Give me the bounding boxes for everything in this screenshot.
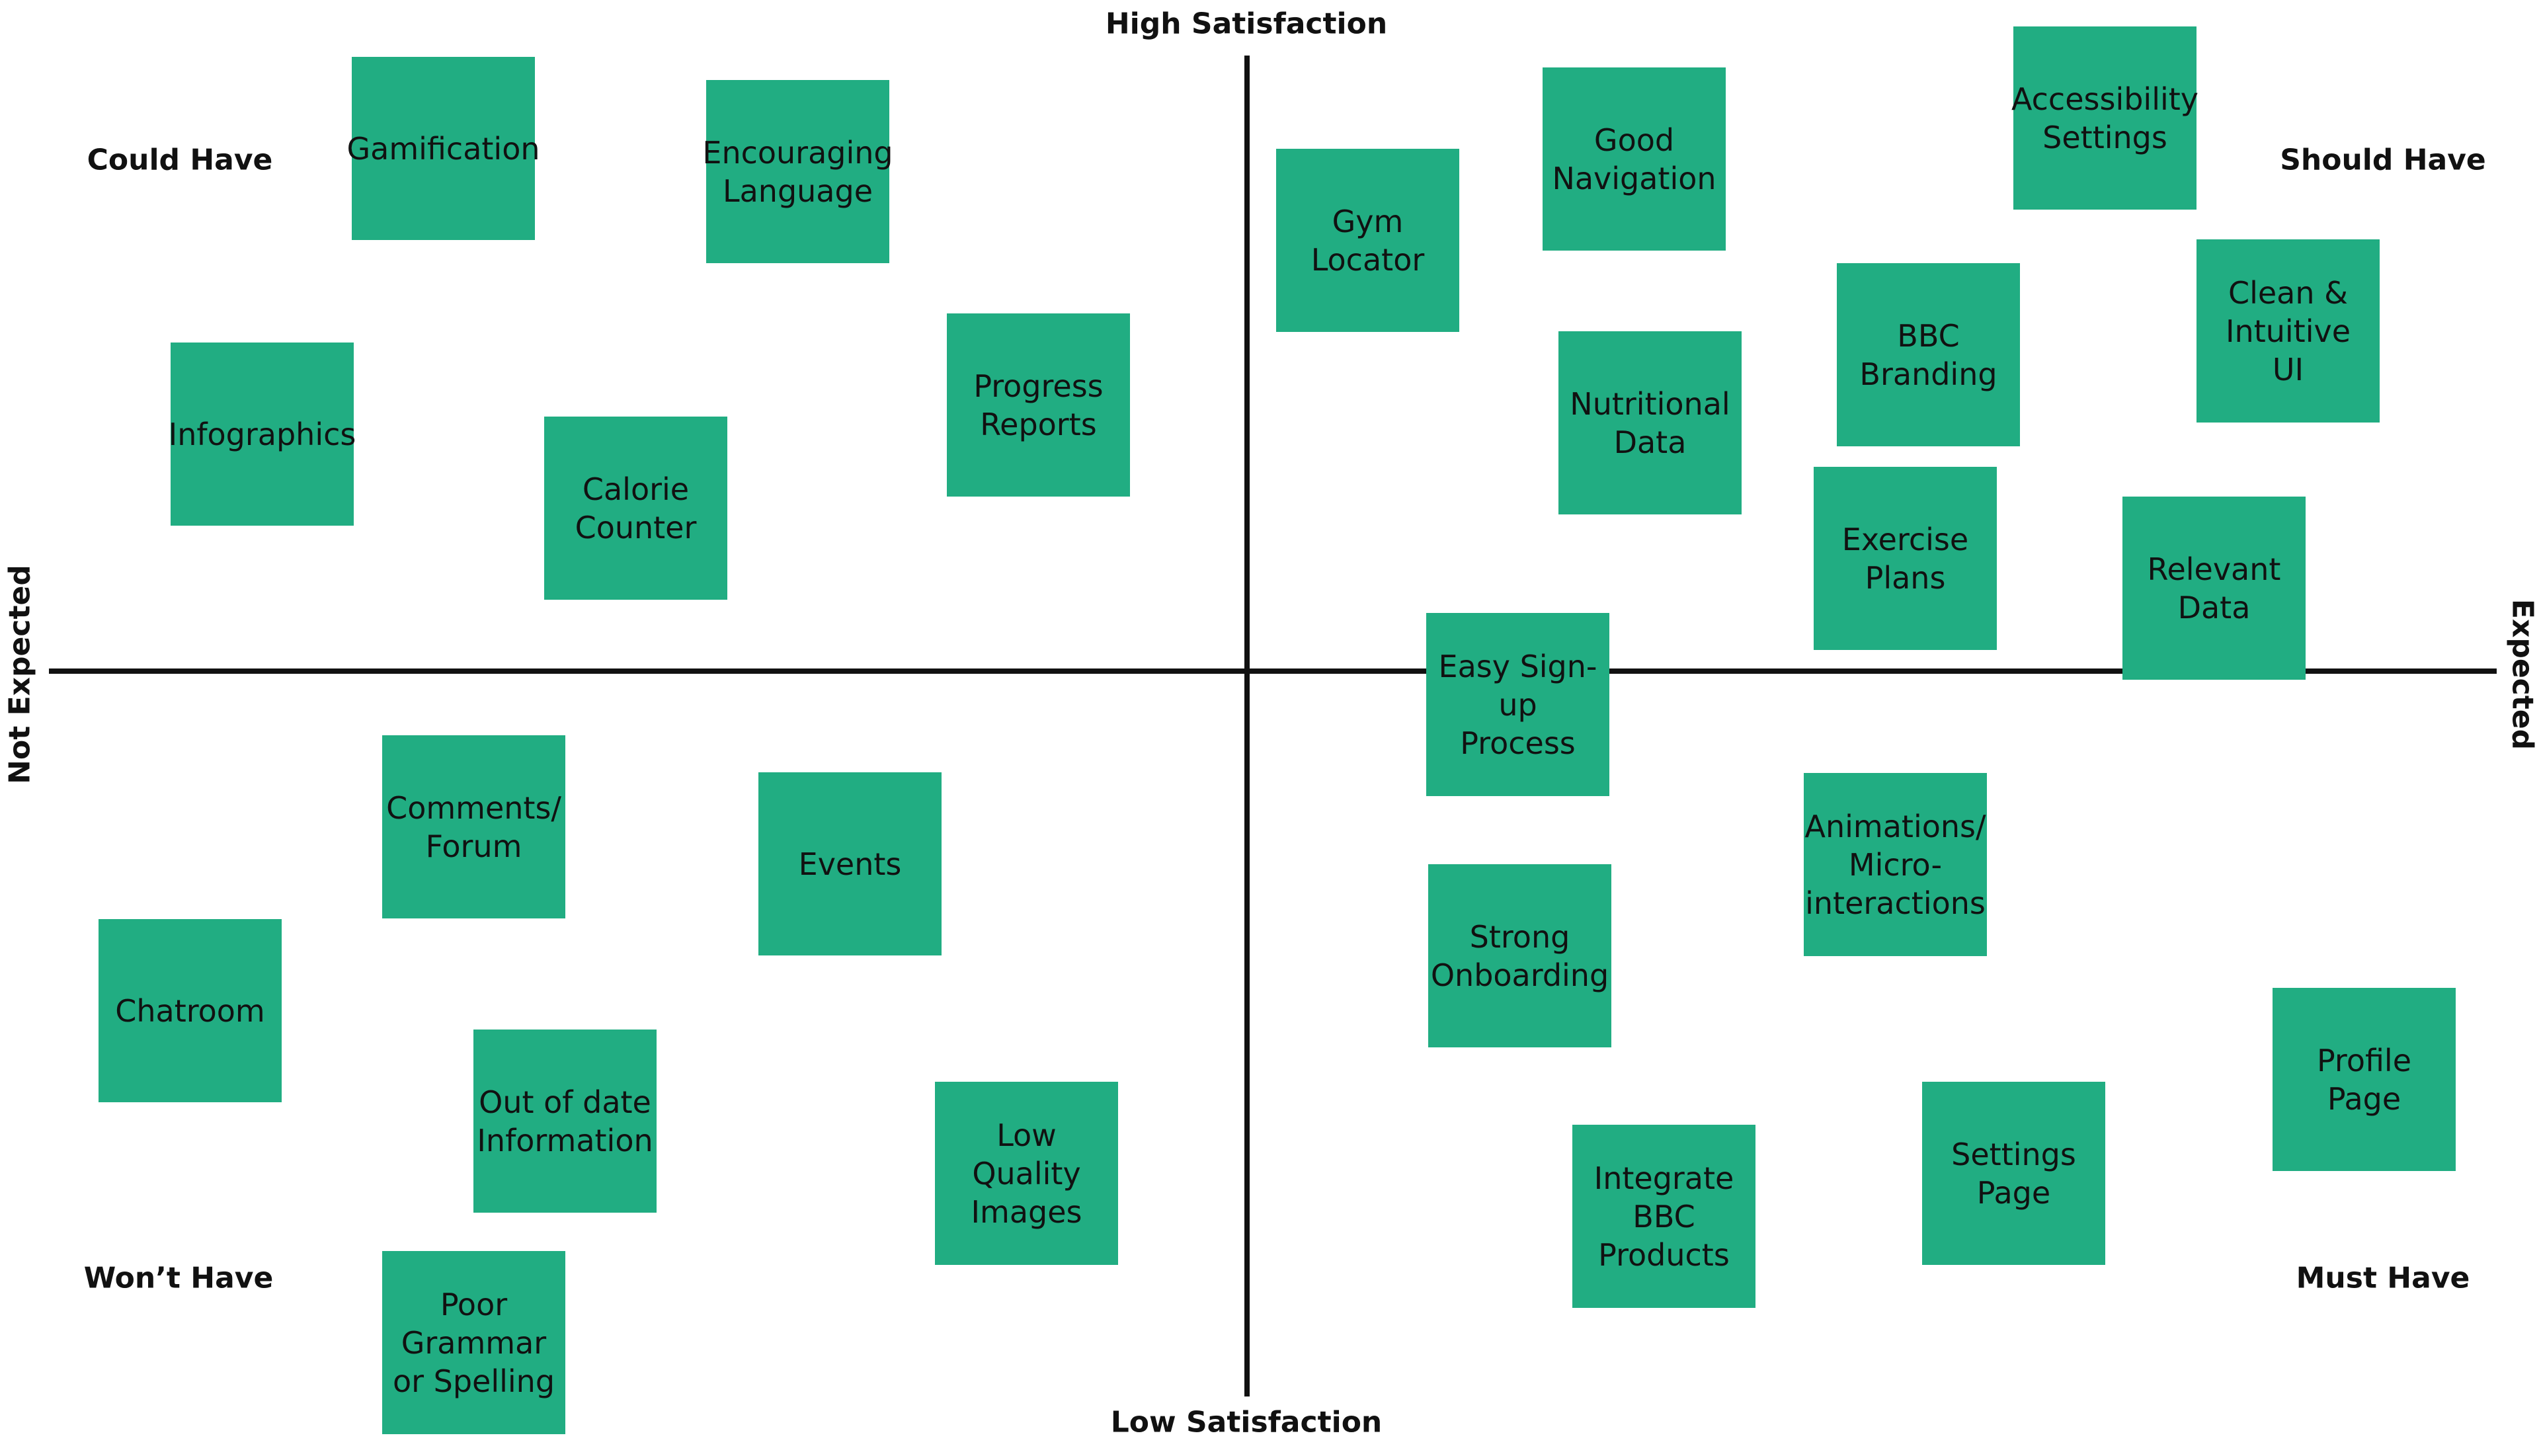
sticky-note-text: Poor Grammar or Spelling (392, 1286, 555, 1399)
sticky-note-chatroom[interactable]: Chatroom (99, 919, 282, 1102)
sticky-note-text: Nutritional Data (1570, 385, 1730, 460)
sticky-note-calorie-counter[interactable]: Calorie Counter (544, 417, 727, 600)
axis-label-not-expected: Not Expected (3, 565, 37, 784)
horizontal-axis-line (49, 668, 2497, 674)
sticky-note-good-navigation[interactable]: Good Navigation (1543, 67, 1726, 251)
sticky-note-text: BBC Branding (1859, 317, 1997, 392)
sticky-note-text: Integrate BBC Products (1593, 1160, 1734, 1273)
sticky-note-text: Out of date Information (477, 1084, 653, 1158)
sticky-note-text: Clean & Intuitive UI (2225, 274, 2351, 387)
sticky-note-text: Strong Onboarding (1430, 918, 1609, 993)
sticky-note-text: Accessibility Settings (2011, 81, 2199, 155)
sticky-note-gamification[interactable]: Gamification (347, 57, 540, 240)
sticky-note-gym-locator[interactable]: Gym Locator (1276, 149, 1459, 332)
sticky-note-text: Profile Page (2316, 1042, 2412, 1117)
sticky-note-strong-onboarding[interactable]: Strong Onboarding (1428, 864, 1611, 1047)
sticky-note-nutritional-data[interactable]: Nutritional Data (1558, 331, 1742, 514)
sticky-note-encouraging-language[interactable]: Encouraging Language (702, 80, 893, 263)
sticky-note-exercise-plans[interactable]: Exercise Plans (1814, 467, 1997, 650)
sticky-note-low-quality-images[interactable]: Low Quality Images (935, 1082, 1118, 1265)
axis-label-low-satisfaction: Low Satisfaction (1110, 1405, 1383, 1439)
sticky-note-infographics[interactable]: Infographics (168, 343, 356, 526)
sticky-note-text: Events (798, 846, 902, 882)
sticky-note-text: Encouraging Language (702, 134, 893, 209)
sticky-note-text: Infographics (168, 416, 356, 452)
axis-label-high-satisfaction: High Satisfaction (1105, 7, 1388, 41)
axis-label-expected: Expected (2505, 598, 2539, 750)
vertical-axis-line (1244, 56, 1250, 1396)
sticky-note-integrate-bbc-products[interactable]: Integrate BBC Products (1572, 1125, 1755, 1308)
sticky-note-easy-signup-process[interactable]: Easy Sign-up Process (1426, 613, 1609, 796)
sticky-note-progress-reports[interactable]: Progress Reports (947, 313, 1130, 497)
quadrant-label-should-have: Should Have (2280, 143, 2486, 177)
sticky-note-text: Progress Reports (973, 368, 1104, 442)
sticky-note-settings-page[interactable]: Settings Page (1922, 1082, 2105, 1265)
sticky-note-accessibility-settings[interactable]: Accessibility Settings (2011, 26, 2199, 210)
sticky-note-events[interactable]: Events (758, 772, 942, 955)
sticky-note-text: Animations/ Micro- interactions (1804, 808, 1986, 921)
sticky-note-text: Exercise Plans (1841, 521, 1969, 596)
quadrant-label-must-have: Must Have (2296, 1261, 2470, 1295)
sticky-note-text: Low Quality Images (971, 1117, 1082, 1230)
quadrant-label-wont-have: Won’t Have (83, 1261, 274, 1295)
sticky-note-text: Relevant Data (2147, 551, 2281, 626)
sticky-note-text: Easy Sign-up Process (1438, 648, 1597, 761)
sticky-note-text: Chatroom (115, 992, 265, 1029)
sticky-note-bbc-branding[interactable]: BBC Branding (1837, 263, 2020, 446)
quadrant-label-could-have: Could Have (87, 143, 273, 177)
sticky-note-text: Calorie Counter (575, 471, 697, 546)
sticky-note-out-of-date-information[interactable]: Out of date Information (473, 1030, 657, 1213)
sticky-note-poor-grammar[interactable]: Poor Grammar or Spelling (382, 1251, 565, 1434)
sticky-note-text: Gamification (346, 130, 540, 167)
sticky-note-clean-intuitive-ui[interactable]: Clean & Intuitive UI (2196, 239, 2380, 423)
sticky-note-text: Settings Page (1951, 1136, 2076, 1211)
sticky-note-comments-forum[interactable]: Comments/ Forum (382, 735, 565, 918)
sticky-note-text: Comments/ Forum (386, 789, 561, 864)
sticky-note-profile-page[interactable]: Profile Page (2273, 988, 2456, 1171)
sticky-note-text: Good Navigation (1552, 122, 1716, 196)
sticky-note-text: Gym Locator (1310, 203, 1425, 278)
sticky-note-relevant-data[interactable]: Relevant Data (2122, 497, 2306, 680)
sticky-note-animations-micro-interactions[interactable]: Animations/ Micro- interactions (1804, 773, 1987, 956)
